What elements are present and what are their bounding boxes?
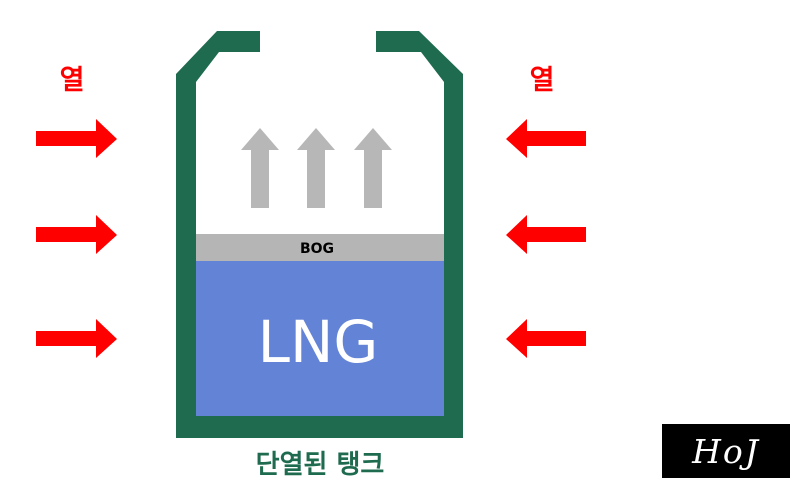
tank-caption: 단열된 탱크 [255,450,385,480]
heat-label-left: 열 [59,65,85,96]
heat-arrows-left [36,119,117,358]
arrow-left-icon [506,215,586,254]
heat-label-right: 열 [529,65,555,96]
tank-wall-right [320,31,463,438]
arrow-up-icon [241,128,279,208]
lng-label: LNG [258,308,379,376]
logo-text: HoJ [692,431,760,471]
vapor-arrows [241,128,392,208]
bog-layer [196,234,444,261]
tank-wall [176,31,463,438]
arrow-right-icon [36,215,117,254]
bog-label: BOG [300,241,334,257]
heat-arrows-right [506,119,586,358]
arrow-left-icon [506,319,586,358]
arrow-up-icon [297,128,335,208]
tank-wall-left [176,31,320,438]
arrow-right-icon [36,119,117,158]
arrow-left-icon [506,119,586,158]
arrow-up-icon [354,128,392,208]
logo: HoJ [662,424,790,478]
arrow-right-icon [36,319,117,358]
lng-liquid [196,261,444,416]
